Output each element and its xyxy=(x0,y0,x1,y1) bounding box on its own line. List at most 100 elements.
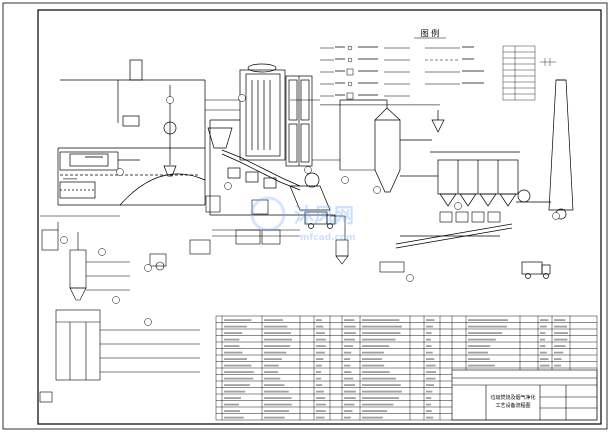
table-cell-placeholder xyxy=(316,358,324,360)
table-cell-placeholder xyxy=(344,358,351,360)
legend-symbols xyxy=(320,45,460,100)
table-cell-placeholder xyxy=(264,338,292,341)
table-cell-placeholder xyxy=(554,338,568,341)
table-cell-placeholder xyxy=(362,358,382,360)
fly-ash-truck xyxy=(521,261,551,279)
title-block xyxy=(451,369,598,421)
table-cell-placeholder xyxy=(264,397,292,399)
table-cell-placeholder xyxy=(540,351,547,354)
table-cell-placeholder xyxy=(224,332,243,334)
table-cell-placeholder xyxy=(344,351,352,354)
table-cell-placeholder xyxy=(344,371,352,373)
table-cell-placeholder xyxy=(264,345,291,347)
table-cell-placeholder xyxy=(426,319,435,321)
activated-carbon-silos xyxy=(439,211,501,223)
table-cell-placeholder xyxy=(224,325,247,328)
table-cell-placeholder xyxy=(224,319,252,321)
legend-code-table xyxy=(502,45,556,101)
table-cell-placeholder xyxy=(344,319,355,321)
table-cell-placeholder xyxy=(344,390,356,393)
table-cell-placeholder xyxy=(316,403,326,406)
table-cell-placeholder xyxy=(362,384,401,386)
table-cell-placeholder xyxy=(344,332,356,334)
table-cell-placeholder xyxy=(554,358,562,360)
table-cell-placeholder xyxy=(224,403,239,406)
table-cell-placeholder xyxy=(362,416,383,419)
watermark: 沐风网 mfcad.com xyxy=(250,196,355,243)
legend-title: 图 例 xyxy=(421,28,440,38)
table-cell-placeholder xyxy=(362,338,396,341)
table-cell-placeholder xyxy=(468,338,496,341)
table-cell-placeholder xyxy=(316,397,326,399)
table-cell-placeholder xyxy=(468,364,495,367)
table-cell-placeholder xyxy=(264,384,285,386)
table-cell-placeholder xyxy=(344,364,351,367)
table-cell-placeholder xyxy=(426,351,433,354)
table-cell-placeholder xyxy=(554,351,564,354)
table-cell-placeholder xyxy=(344,377,354,380)
chimney xyxy=(516,79,574,220)
table-cell-placeholder xyxy=(554,319,566,321)
callout-bubbles xyxy=(60,94,560,326)
lime-silo-area xyxy=(39,215,200,403)
table-cell-placeholder xyxy=(362,377,396,380)
table-cell-placeholder xyxy=(224,384,250,386)
table-cell-placeholder xyxy=(316,325,324,328)
table-cell-placeholder xyxy=(362,364,385,367)
watermark-brand: 沐风网 xyxy=(294,203,354,227)
table-cell-placeholder xyxy=(362,397,400,399)
table-cell-placeholder xyxy=(468,325,507,328)
table-cell-placeholder xyxy=(468,351,488,354)
table-cell-placeholder xyxy=(362,332,401,334)
table-cell-placeholder xyxy=(554,332,568,334)
ash-truck xyxy=(304,211,336,229)
table-cell-placeholder xyxy=(362,403,394,406)
table-cell-placeholder xyxy=(224,410,241,412)
table-cell-placeholder xyxy=(224,377,254,380)
table-cell-placeholder xyxy=(224,358,247,360)
table-cell-text xyxy=(224,319,568,419)
inner-frame xyxy=(37,9,602,425)
drawing-title-line1: 垃圾焚烧及烟气净化 xyxy=(490,394,535,401)
table-cell-placeholder xyxy=(224,416,244,419)
table-cell-placeholder xyxy=(316,371,322,373)
table-cell-placeholder xyxy=(316,416,325,419)
table-cell-placeholder xyxy=(344,403,355,406)
table-cell-placeholder xyxy=(540,319,549,321)
table-cell-placeholder xyxy=(540,358,549,360)
table-cell-placeholder xyxy=(468,345,491,347)
table-cell-placeholder xyxy=(316,377,322,380)
table-cell-placeholder xyxy=(316,332,325,334)
table-cell-placeholder xyxy=(426,338,431,341)
table-cell-placeholder xyxy=(554,345,566,347)
table-cell-placeholder xyxy=(316,390,324,393)
table-cell-placeholder xyxy=(468,319,508,321)
bag-filter xyxy=(400,151,531,207)
table-cell-placeholder xyxy=(540,325,547,328)
table-cell-placeholder xyxy=(426,332,432,334)
table-cell-placeholder xyxy=(344,397,356,399)
fly-ash-conveyor xyxy=(395,223,513,249)
drawing-title-line2: 工艺设备流程图 xyxy=(495,402,530,409)
table-cell-placeholder xyxy=(264,416,285,419)
table-cell-placeholder xyxy=(224,390,246,393)
table-cell-placeholder xyxy=(344,410,353,412)
table-cell-placeholder xyxy=(264,364,279,367)
table-cell-placeholder xyxy=(426,403,431,406)
table-cell-placeholder xyxy=(362,410,388,412)
table-cell-placeholder xyxy=(264,390,289,393)
auxiliary-equipment xyxy=(149,195,405,273)
table-cell-placeholder xyxy=(224,397,241,399)
table-cell-placeholder xyxy=(344,384,355,386)
table-cell-placeholder xyxy=(264,403,292,406)
table-cell-placeholder xyxy=(468,358,490,360)
legend-panel: 图 例 xyxy=(320,28,556,106)
watermark-url: mfcad.com xyxy=(300,233,355,243)
table-cell-placeholder xyxy=(540,345,546,347)
table-cell-placeholder xyxy=(362,351,384,354)
table-cell-placeholder xyxy=(426,345,432,347)
table-cell-placeholder xyxy=(264,358,282,360)
